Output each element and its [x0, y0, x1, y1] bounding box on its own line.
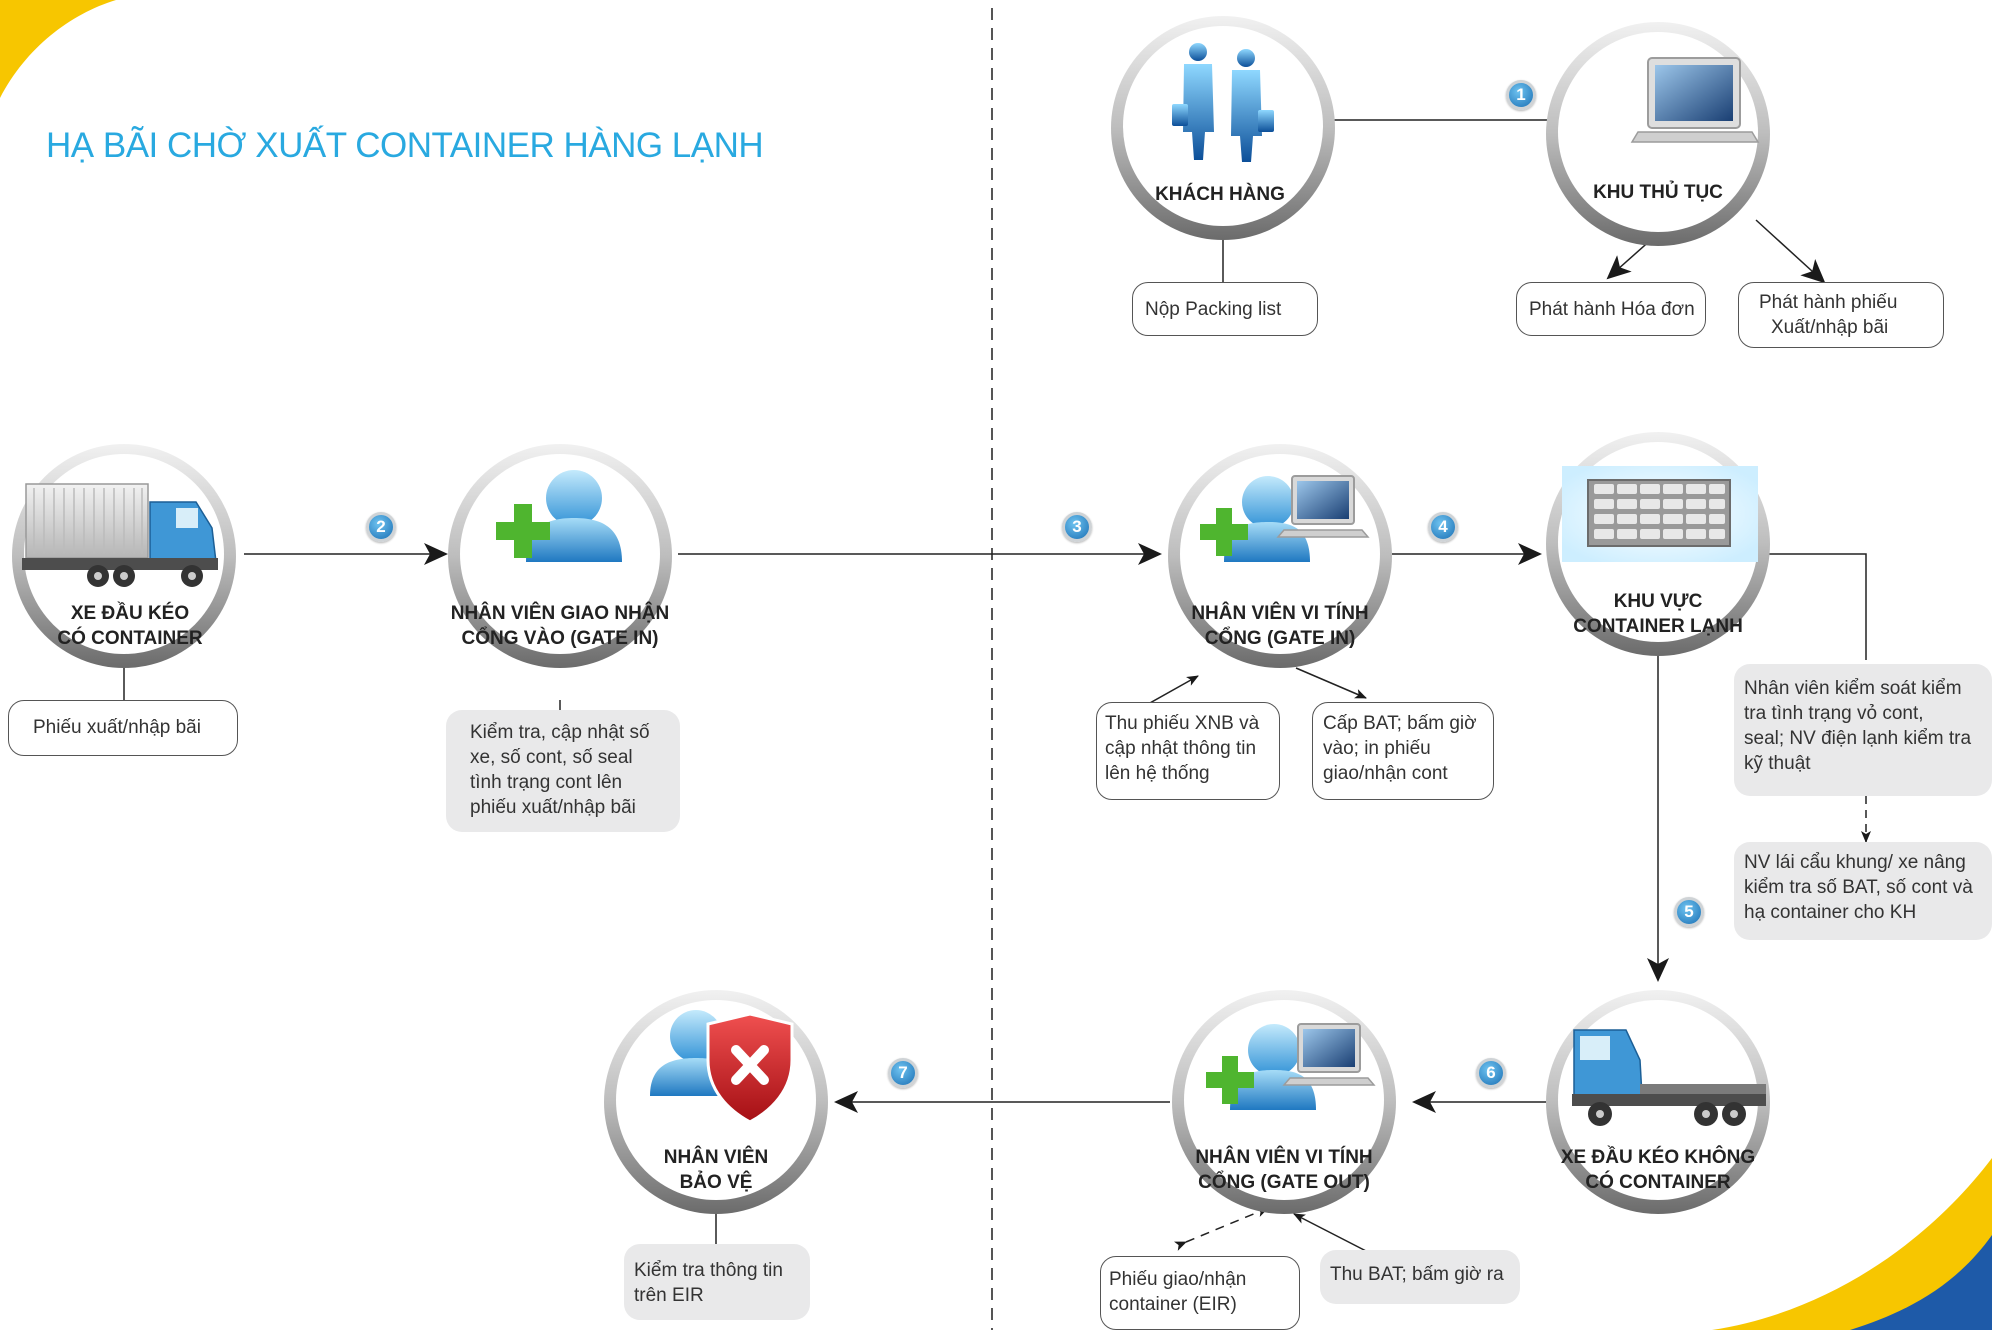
- node-rings: [12, 16, 1770, 1214]
- note-phieu-xuat-nhap-bai: Phiếu xuất/nhập bãi: [8, 700, 238, 756]
- user-shield-icon: [650, 1010, 794, 1124]
- step-badge-7: 7: [888, 1058, 918, 1088]
- node-label-khu-thu-tuc: KHU THỦ TỤC: [1593, 182, 1723, 203]
- container-truck-icon: [22, 483, 218, 587]
- corner-swoosh-bottom-right-blue: [1850, 1235, 1992, 1330]
- corner-swoosh-bottom-right-yellow: [1712, 1158, 1992, 1330]
- step-badge-2: 2: [366, 512, 396, 542]
- laptop-icon: [1630, 57, 1760, 143]
- note-phat-hanh-hoa-don: Phát hành Hóa đơn: [1516, 282, 1706, 336]
- step-badge-5: 5: [1674, 897, 1704, 927]
- reefer-container-icon: [1562, 466, 1758, 562]
- step-badge-4: 4: [1428, 512, 1458, 542]
- empty-truck-icon: [1572, 1029, 1766, 1126]
- page-title: HẠ BÃI CHỜ XUẤT CONTAINER HÀNG LẠNH: [46, 126, 764, 165]
- node-label-khach-hang: KHÁCH HÀNG: [1155, 184, 1285, 205]
- step-badge-6: 6: [1476, 1058, 1506, 1088]
- step-badge-3: 3: [1062, 512, 1092, 542]
- step-badge-1: 1: [1506, 80, 1536, 110]
- business-people-icon: [1172, 43, 1274, 162]
- note-nop-packing-list: Nộp Packing list: [1132, 282, 1318, 336]
- corner-swoosh-top-left: [0, 0, 116, 98]
- note-thu-bat: Thu BAT; bấm giờ ra: [1320, 1250, 1520, 1304]
